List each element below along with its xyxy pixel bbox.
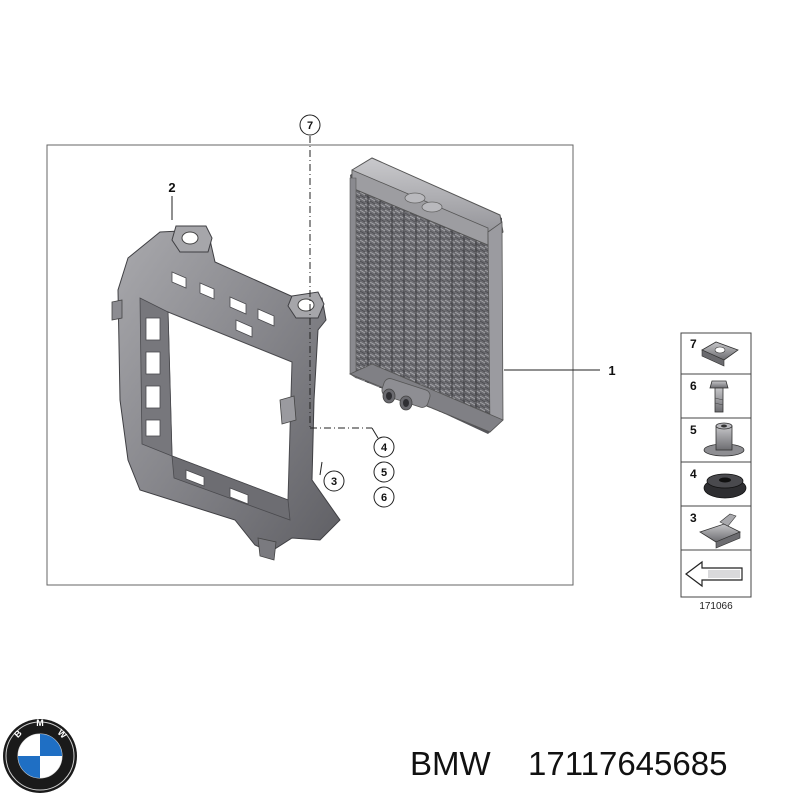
callout-7-label: 7: [307, 120, 313, 132]
nut-clip-icon: [701, 341, 739, 367]
callout-3: 3: [323, 470, 345, 492]
svg-text:M: M: [36, 718, 44, 728]
legend-row-7: 7: [690, 337, 739, 367]
callout-5-label: 5: [381, 467, 387, 479]
footer-part-number: 17117645685: [528, 745, 727, 782]
callout-3-label: 3: [331, 476, 337, 488]
callout-5: 5: [373, 461, 395, 483]
bracket-frame-illustration: [111, 225, 341, 561]
footer-brand: BMW: [410, 745, 492, 782]
legend-num-6: 6: [690, 379, 697, 393]
arrow-icon: [685, 560, 743, 588]
legend-num-3: 3: [690, 511, 697, 525]
legend-num-7: 7: [690, 337, 697, 351]
legend-row-6: 6: [690, 379, 729, 413]
bracket-clip-icon: [699, 513, 741, 549]
callout-6-label: 6: [381, 492, 387, 504]
callout-2-label: 2: [168, 180, 175, 195]
callout-4-label: 4: [381, 442, 388, 454]
spacer-bushing-icon: [703, 422, 745, 457]
radiator-illustration: [348, 157, 504, 434]
parts-legend: 7 6 5: [680, 332, 752, 598]
legend-row-5: 5: [690, 422, 745, 457]
rubber-grommet-icon: [703, 473, 747, 499]
radiator-connector-pipes: [381, 378, 431, 411]
callout-6: 6: [373, 486, 395, 508]
diagram-code: 171066: [699, 601, 733, 612]
callout-1-label: 1: [608, 363, 615, 378]
leader-lines: [171, 136, 600, 476]
diagram-frame-border: [46, 144, 574, 586]
legend-num-5: 5: [690, 423, 697, 437]
legend-row-4: 4: [690, 467, 747, 499]
legend-num-4: 4: [690, 467, 697, 481]
legend-row-3: 3: [690, 511, 741, 549]
callout-7: 7: [299, 114, 321, 136]
bmw-logo: B M W: [3, 718, 77, 793]
callout-4: 4: [373, 436, 395, 458]
bolt-icon: [709, 380, 729, 413]
